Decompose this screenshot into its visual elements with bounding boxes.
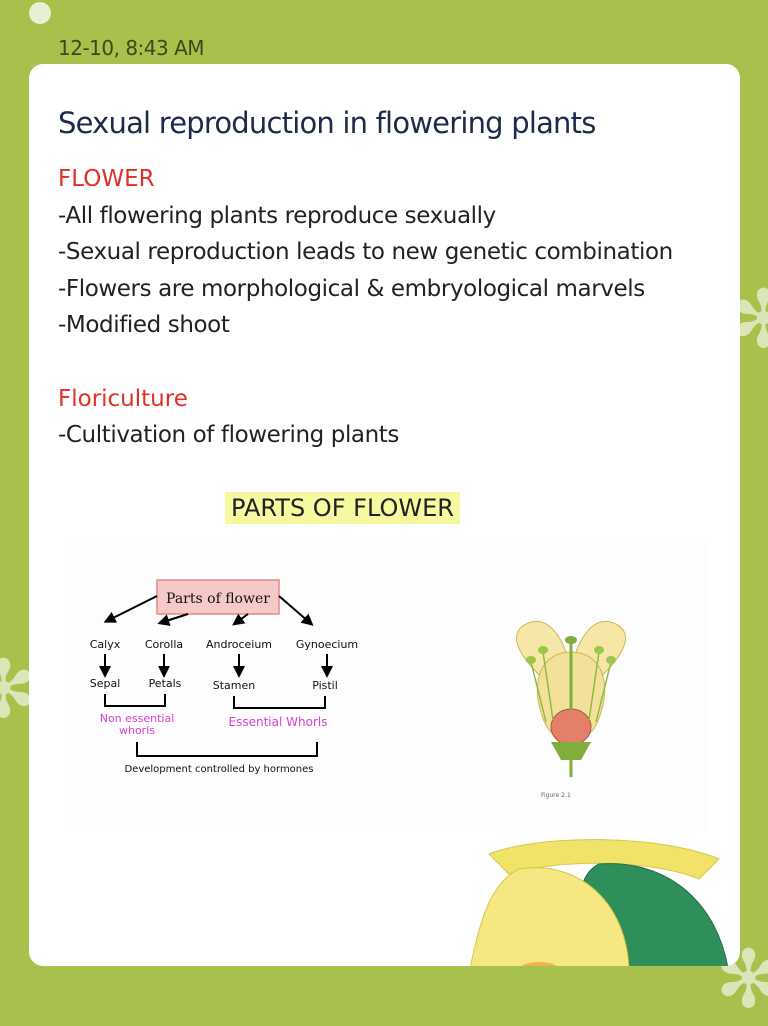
bells-decoration <box>470 839 729 966</box>
list-item: -Cultivation of flowering plants <box>58 422 400 448</box>
parts-of-flower-diagram: Parts of flower Calyx Corolla Androceium… <box>90 579 626 799</box>
whorl-androceium: Androceium <box>206 638 272 651</box>
list-item: -Flowers are morphological & embryologic… <box>58 276 645 302</box>
whorl-gynoecium: Gynoecium <box>296 638 358 651</box>
unit-sepal: Sepal <box>90 677 121 690</box>
footer-label: Development controlled by hormones <box>124 764 313 775</box>
essential-label: Essential Whorls <box>229 715 328 729</box>
whorl-corolla: Corolla <box>145 638 183 651</box>
whorl-calyx: Calyx <box>90 638 121 651</box>
decorative-dot <box>29 2 51 24</box>
flower-ls-illustration: Figure 2.1 <box>516 620 626 799</box>
diagram-image: Parts of flower Calyx Corolla Androceium… <box>71 542 707 832</box>
unit-pistil: Pistil <box>312 679 338 692</box>
unit-petals: Petals <box>149 677 182 690</box>
figure-caption: Figure 2.1 <box>541 792 571 799</box>
page-title: Sexual reproduction in flowering plants <box>58 106 596 140</box>
parts-heading: PARTS OF FLOWER <box>225 492 460 524</box>
section-heading-floriculture: Floriculture <box>58 386 188 412</box>
unit-stamen: Stamen <box>213 679 256 692</box>
list-item: -Sexual reproduction leads to new geneti… <box>58 239 673 265</box>
list-item: -All flowering plants reproduce sexually <box>58 203 496 229</box>
timestamp: 12-10, 8:43 AM <box>58 36 205 60</box>
root-label: Parts of flower <box>166 591 270 607</box>
list-item: -Modified shoot <box>58 312 230 338</box>
note-page: Sexual reproduction in flowering plants … <box>29 64 740 966</box>
section-heading-flower: FLOWER <box>58 166 155 192</box>
